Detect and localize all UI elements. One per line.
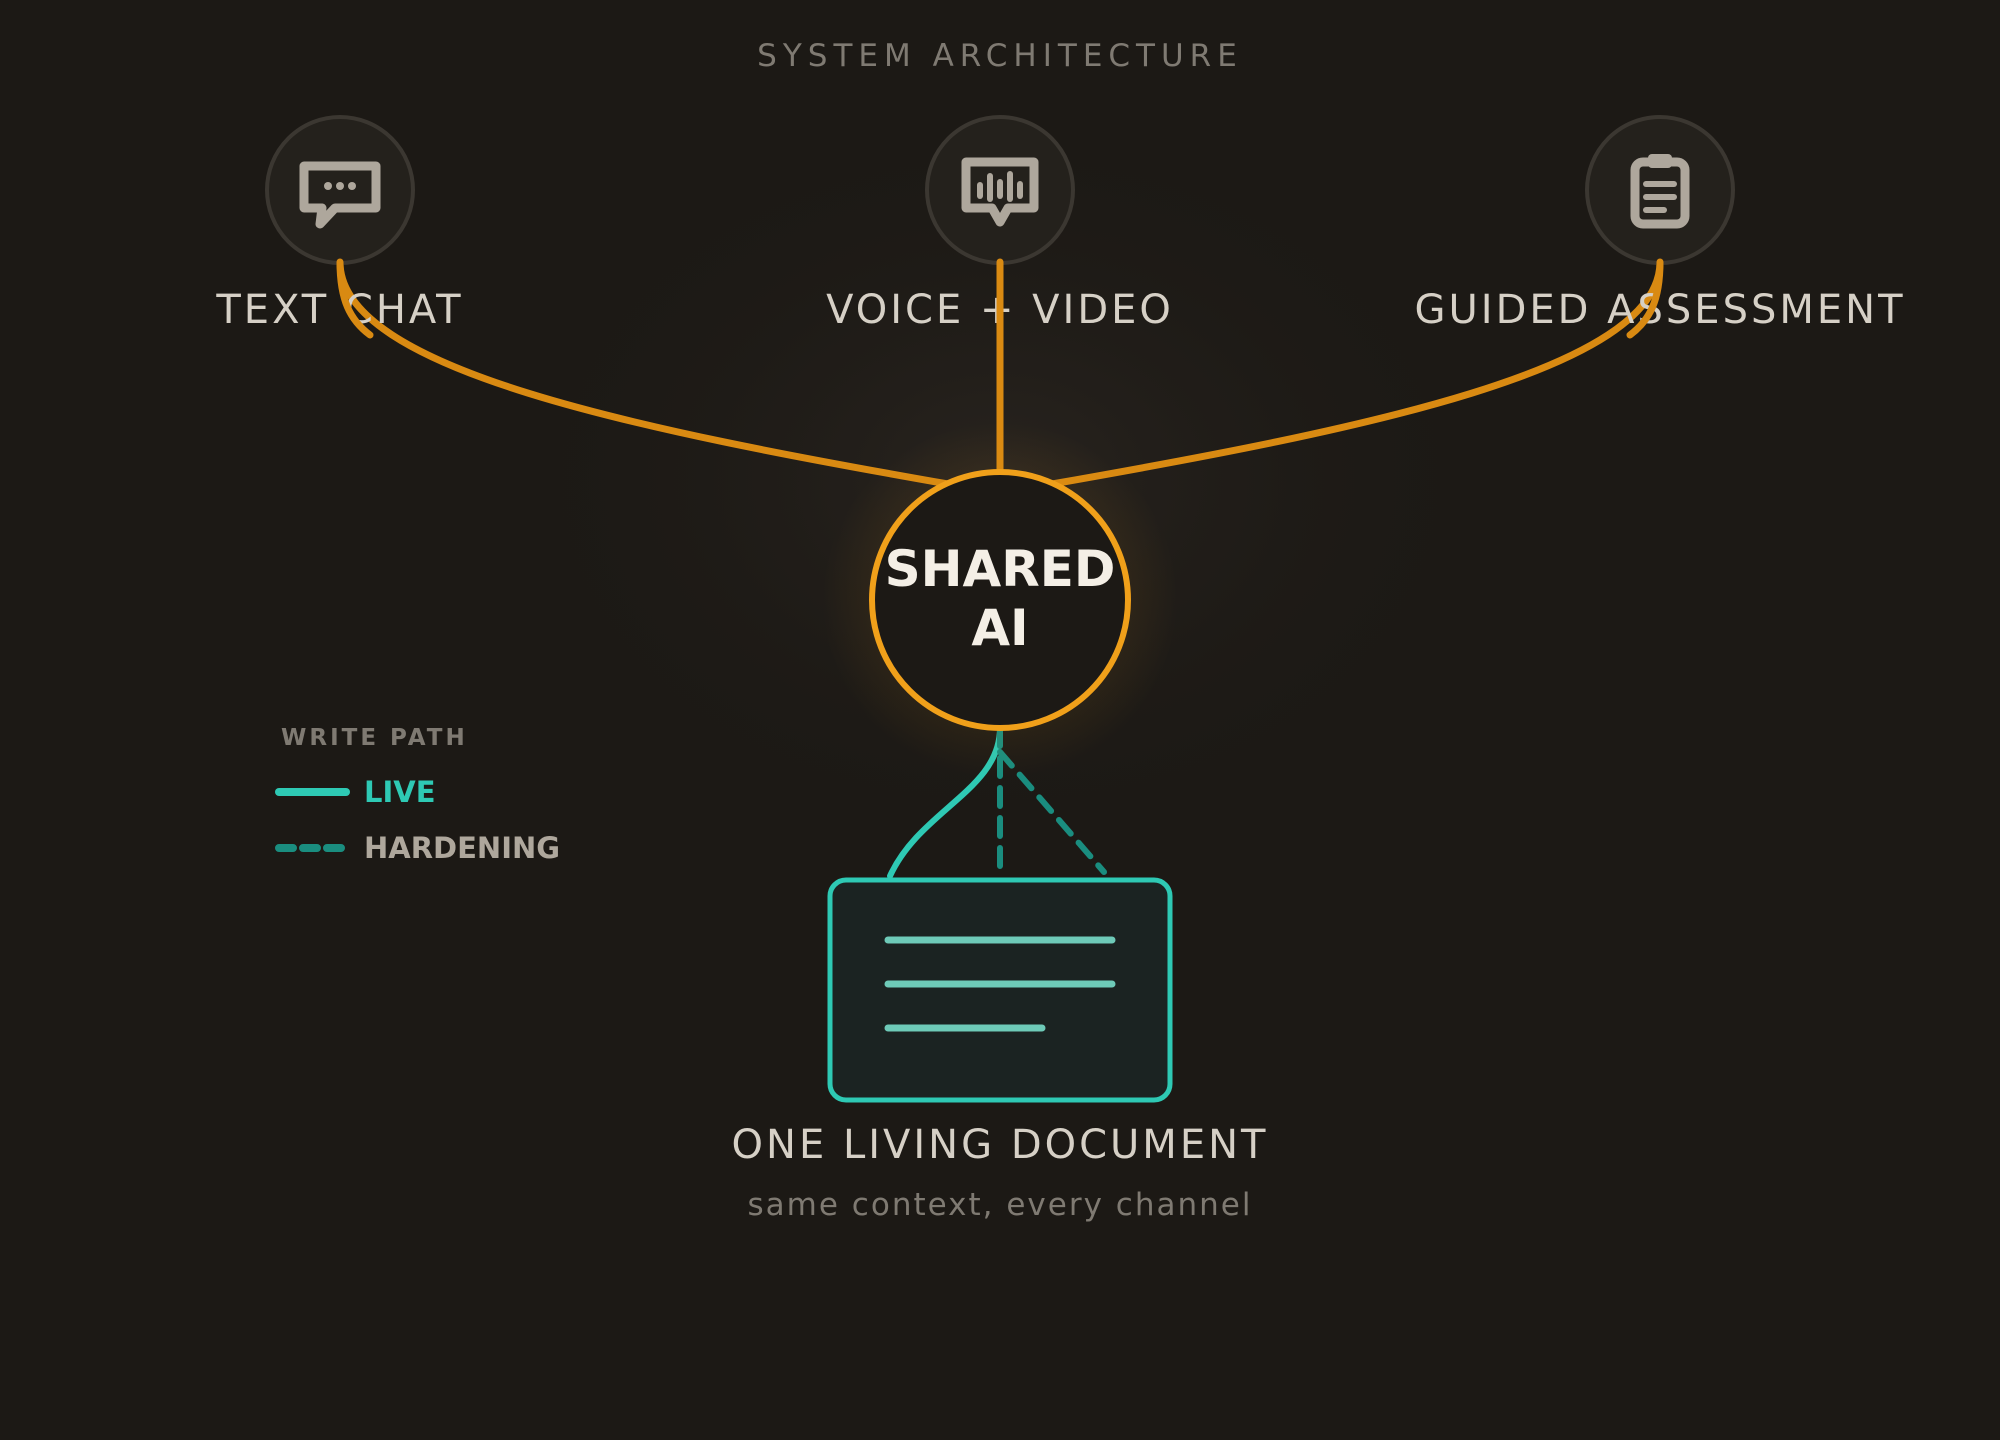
document-icon <box>827 877 1173 1103</box>
connector-guided-assessment <box>1048 258 1664 488</box>
hub-label-line2: AI <box>971 599 1028 657</box>
diagram-title: SYSTEM ARCHITECTURE <box>757 38 1243 74</box>
chat-bubble-icon <box>299 161 381 229</box>
connector-text-chat <box>336 258 952 488</box>
document-subtitle: same context, every channel <box>748 1187 1253 1223</box>
clipboard-icon <box>1630 154 1690 229</box>
channel-node-voice-video <box>925 115 1075 265</box>
voice-waveform-icon <box>961 157 1039 227</box>
channel-node-guided-assessment <box>1585 115 1735 265</box>
channel-node-text-chat <box>265 115 415 265</box>
document-title: ONE LIVING DOCUMENT <box>732 1122 1269 1168</box>
hub-label-line1: SHARED <box>885 540 1116 598</box>
legend-hardening-label: HARDENING <box>364 831 560 865</box>
channel-label-text-chat: TEXT CHAT <box>215 287 463 333</box>
shared-ai-hub: SHARED AI <box>822 422 1178 778</box>
write-path-hardening-right <box>997 749 1107 875</box>
write-path-legend: WRITE PATH LIVE HARDENING <box>275 725 560 865</box>
legend-live-label: LIVE <box>364 775 436 809</box>
legend-title: WRITE PATH <box>281 725 468 751</box>
